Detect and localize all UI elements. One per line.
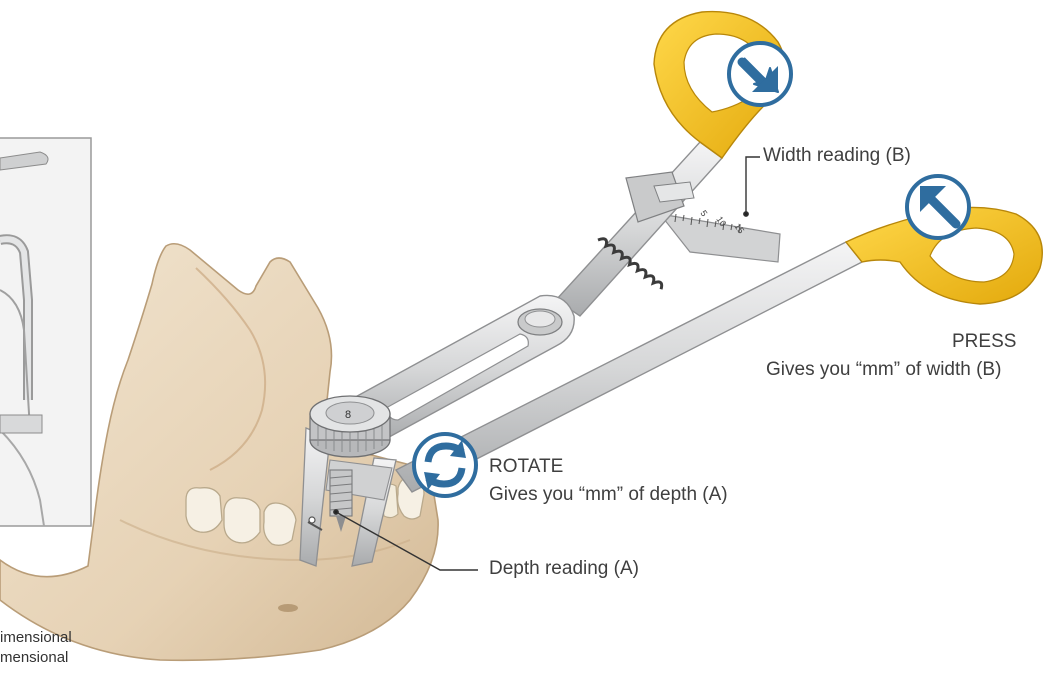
press-out-arrow-icon (907, 176, 969, 238)
scale-tick-5: 5 (698, 208, 709, 218)
press-description: Gives you “mm” of width (B) (766, 358, 1001, 382)
knob-mark: 8 (345, 409, 351, 421)
inset-caption-line-2: mensional (0, 648, 68, 667)
inset-caption-line-1: imensional (0, 628, 72, 647)
press-in-arrow-icon (729, 43, 791, 105)
rotate-arrows-icon (414, 434, 476, 496)
rotate-title: ROTATE (489, 455, 563, 479)
press-title: PRESS (952, 330, 1016, 354)
rotate-description: Gives you “mm” of depth (A) (489, 483, 728, 507)
inset-panel (0, 138, 91, 526)
width-reading-label: Width reading (B) (763, 144, 911, 168)
depth-reading-label: Depth reading (A) (489, 557, 639, 581)
